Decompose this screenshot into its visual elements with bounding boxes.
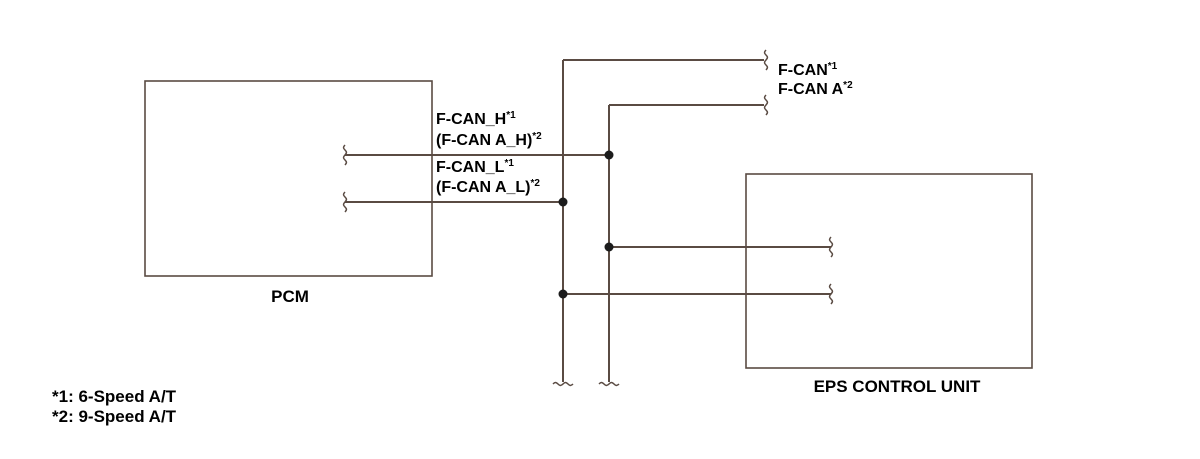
- f-can-a-l-label: (F-CAN A_L)*2: [436, 178, 540, 196]
- junction-dot: [604, 150, 614, 160]
- f-can-a-h-label: (F-CAN A_H)*2: [436, 131, 542, 149]
- f-can-a-connector-icon: [763, 94, 769, 116]
- eps-can-low-connector-icon: [828, 283, 834, 305]
- junction-dot: [604, 242, 614, 252]
- eps-can-high-connector-icon: [828, 236, 834, 258]
- pcm-label: PCM: [271, 287, 309, 306]
- f-can-h-label: F-CAN_H*1: [436, 110, 516, 128]
- eps-control-unit-box: [745, 173, 1033, 369]
- f-can-connector-icon: [763, 49, 769, 71]
- junction-dot: [558, 197, 568, 207]
- can-low-trunk-break-icon: [552, 381, 574, 387]
- footnote-1: *1: 6-Speed A/T: [52, 387, 177, 406]
- f-can-a-label: F-CAN A*2: [778, 80, 853, 98]
- can-high-trunk-break-icon: [598, 381, 620, 387]
- pcm-can-high-connector-icon: [342, 144, 348, 166]
- footnote-2: *2: 9-Speed A/T: [52, 407, 177, 426]
- f-can-label: F-CAN*1: [778, 61, 838, 79]
- pcm-box: [144, 80, 433, 277]
- junction-dot: [558, 289, 568, 299]
- eps-control-unit-label: EPS CONTROL UNIT: [814, 377, 981, 396]
- pcm-can-low-connector-icon: [342, 191, 348, 213]
- f-can-l-label: F-CAN_L*1: [436, 158, 514, 176]
